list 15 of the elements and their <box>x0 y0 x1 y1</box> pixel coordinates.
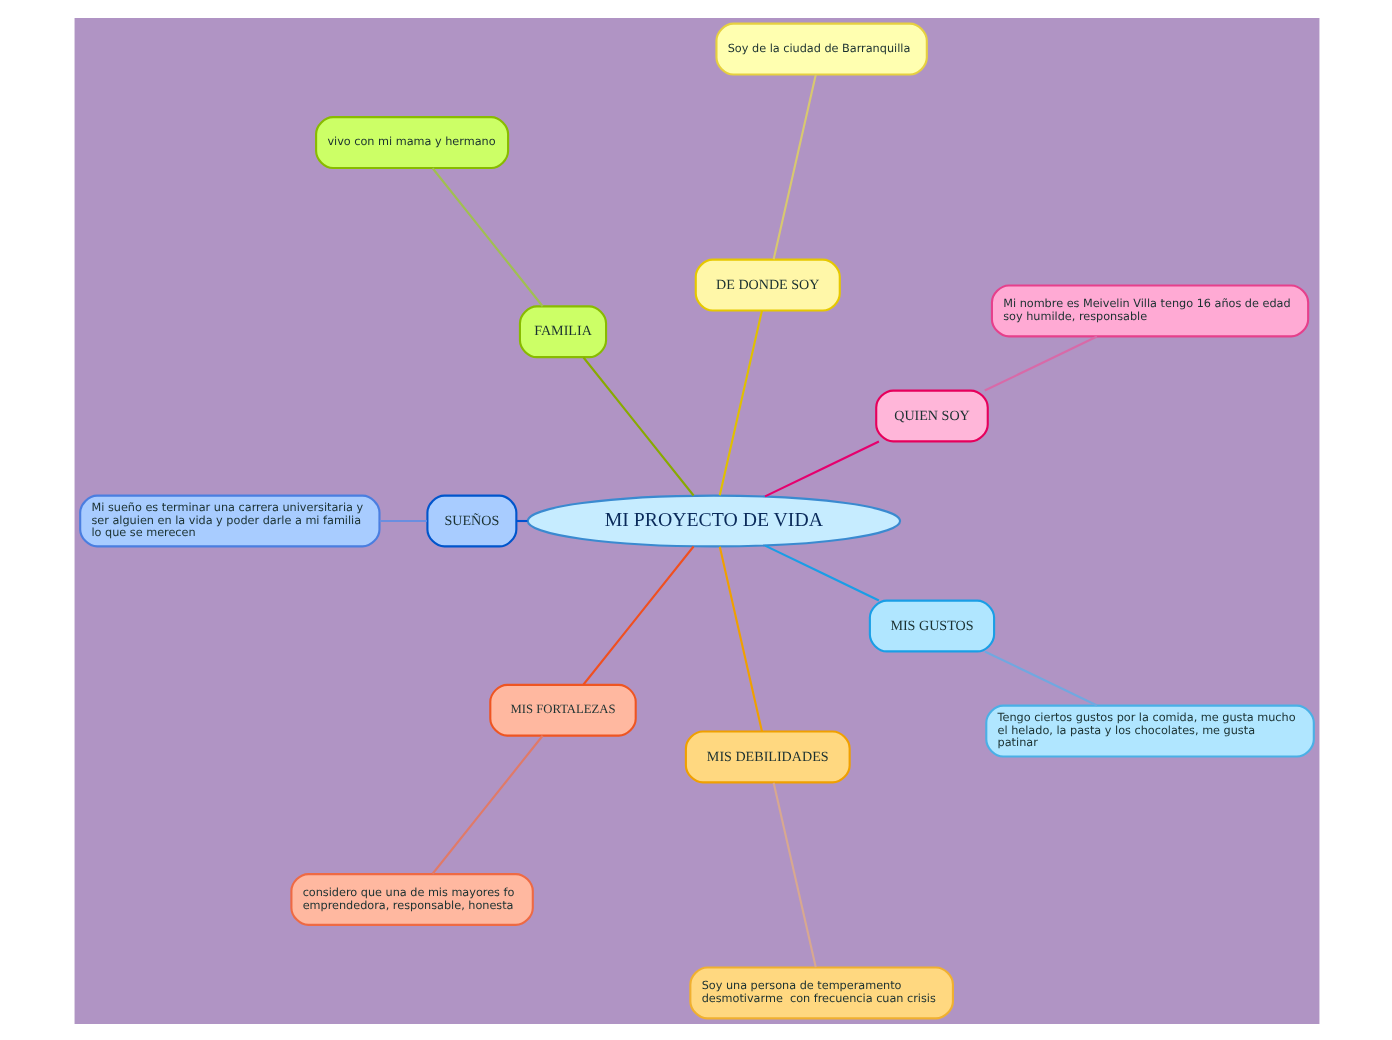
connector <box>717 309 762 495</box>
connector <box>771 73 816 259</box>
connector <box>983 649 1097 706</box>
connector <box>378 518 426 522</box>
connector <box>983 334 1097 391</box>
connector <box>581 355 694 496</box>
connector <box>515 518 527 522</box>
connector <box>763 543 879 601</box>
node-ellipse: MI PROYECTO DE VIDA <box>525 493 901 547</box>
connector <box>771 781 816 967</box>
connector <box>581 544 694 685</box>
connector <box>717 545 762 731</box>
connector <box>430 166 543 306</box>
connector <box>763 439 879 497</box>
connector <box>430 734 543 874</box>
